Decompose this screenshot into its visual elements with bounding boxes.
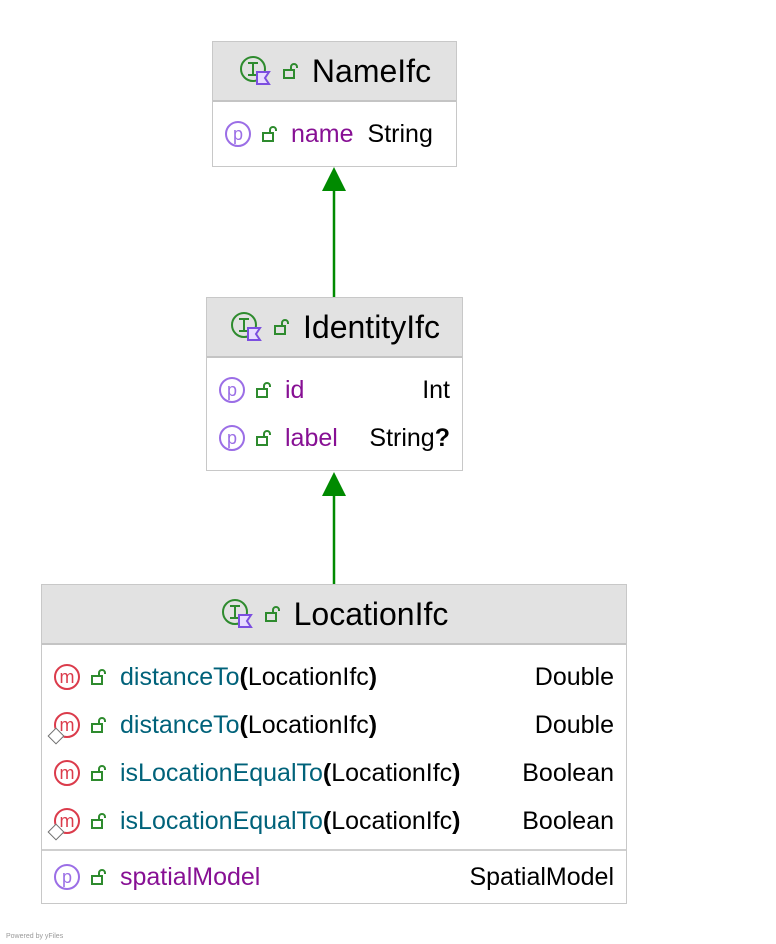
public-lock-icon	[91, 765, 106, 781]
property-list: p id Int p label String?	[207, 358, 462, 462]
type-name: String	[369, 423, 435, 452]
class-box-nameifc[interactable]: NameIfc p name String	[212, 41, 457, 167]
public-lock-icon	[256, 430, 271, 446]
method-badge-icon: m	[54, 664, 80, 690]
section-divider	[42, 849, 626, 851]
method-params: LocationIfc	[331, 758, 453, 787]
open-paren: (	[322, 758, 332, 787]
open-paren: (	[239, 710, 248, 739]
public-lock-icon	[282, 63, 298, 79]
method-row[interactable]: m isLocationEqualTo ( LocationIfc ) Bool…	[47, 797, 614, 845]
property-type: String?	[369, 424, 450, 453]
open-paren: (	[322, 806, 332, 835]
close-paren: )	[368, 710, 378, 739]
class-title: IdentityIfc	[303, 308, 440, 345]
method-list: m distanceTo ( LocationIfc ) Double m di…	[42, 645, 626, 849]
inheritance-arrowhead-icon	[322, 167, 346, 191]
method-name: distanceTo	[120, 710, 240, 739]
type-name: Int	[422, 375, 450, 404]
interface-icon	[221, 599, 253, 628]
class-box-identityifc[interactable]: IdentityIfc p id Int p label String?	[206, 297, 463, 471]
property-name: name	[291, 119, 354, 148]
method-row[interactable]: m distanceTo ( LocationIfc ) Double	[54, 653, 614, 701]
interface-icon	[231, 312, 262, 341]
method-return-type: Boolean	[522, 758, 614, 787]
close-paren: )	[452, 806, 461, 835]
property-badge-icon: p	[219, 425, 245, 451]
method-return-type: Double	[534, 662, 614, 691]
method-return-type: Double	[534, 710, 614, 739]
property-type: Int	[422, 376, 450, 405]
close-paren: )	[368, 662, 378, 691]
method-badge-letter: m	[59, 715, 75, 735]
interface-icon	[239, 56, 271, 85]
method-badge-letter: m	[59, 811, 75, 831]
method-name: distanceTo	[120, 662, 240, 691]
property-name: label	[285, 423, 338, 452]
method-badge-letter: m	[59, 667, 75, 687]
method-params: LocationIfc	[247, 662, 369, 691]
edge-location-to-identity[interactable]	[322, 472, 346, 584]
property-list: p spatialModel SpatialModel	[42, 851, 626, 901]
method-return-type: Boolean	[522, 806, 614, 835]
public-lock-icon	[91, 813, 106, 829]
method-name: isLocationEqualTo	[120, 758, 323, 787]
property-badge-icon: p	[219, 377, 245, 403]
powered-by-footer: Powered by yFiles	[6, 933, 64, 940]
method-badge-icon: m	[54, 760, 80, 786]
class-header: IdentityIfc	[207, 298, 462, 358]
property-badge-icon: p	[54, 864, 80, 890]
property-type: String	[367, 119, 433, 148]
method-row[interactable]: m distanceTo ( LocationIfc ) Double	[47, 701, 614, 749]
property-row[interactable]: p id Int	[219, 366, 450, 414]
method-row[interactable]: m isLocationEqualTo ( LocationIfc ) Bool…	[54, 749, 614, 797]
public-lock-icon	[274, 319, 290, 335]
property-badge-icon: p	[225, 121, 251, 147]
property-row[interactable]: p spatialModel SpatialModel	[54, 853, 614, 901]
public-lock-icon	[91, 869, 106, 885]
class-header: LocationIfc	[42, 585, 626, 645]
class-title: LocationIfc	[293, 595, 449, 632]
public-lock-icon	[91, 717, 106, 733]
property-list: p name String	[213, 102, 456, 166]
method-name: isLocationEqualTo	[120, 806, 323, 835]
inheritance-arrowhead-icon	[322, 472, 346, 496]
public-lock-icon	[256, 382, 271, 398]
property-name: spatialModel	[120, 862, 261, 891]
property-row[interactable]: p name String	[225, 102, 444, 166]
method-params: LocationIfc	[331, 806, 453, 835]
public-lock-icon	[262, 126, 277, 142]
class-header: NameIfc	[213, 42, 456, 102]
property-type: SpatialModel	[469, 862, 614, 891]
class-title: NameIfc	[311, 52, 432, 89]
method-badge-letter: m	[59, 763, 75, 783]
method-params: LocationIfc	[247, 710, 369, 739]
property-name: id	[285, 375, 305, 404]
public-lock-icon	[264, 606, 280, 622]
public-lock-icon	[91, 669, 106, 685]
property-row[interactable]: p label String?	[219, 414, 450, 462]
nullable-marker: ?	[434, 423, 450, 452]
method-badge-icon: m	[47, 808, 80, 841]
class-box-locationifc[interactable]: LocationIfc m distanceTo ( LocationIfc )…	[41, 584, 627, 904]
method-badge-icon: m	[47, 712, 80, 745]
close-paren: )	[452, 758, 461, 787]
open-paren: (	[239, 662, 248, 691]
edge-identity-to-name[interactable]	[322, 167, 346, 297]
